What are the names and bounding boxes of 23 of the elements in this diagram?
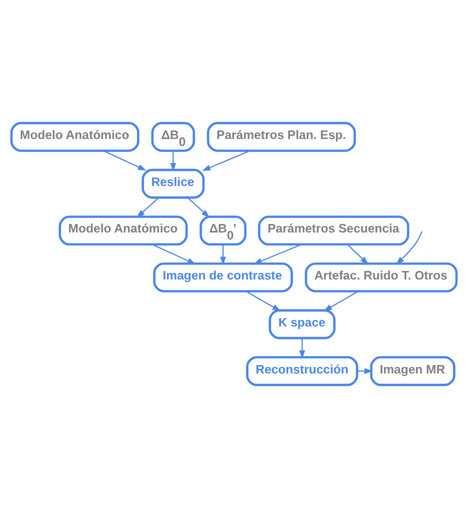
arrow [202, 150, 250, 171]
arrow [253, 244, 302, 264]
node-box: Parámetros Plan. Esp. [206, 122, 356, 152]
node-box: Reconstrucción [246, 356, 358, 386]
arrow [347, 244, 369, 265]
arrow [187, 197, 210, 218]
arrow [152, 244, 196, 264]
arrow [299, 338, 306, 359]
node-box: Parámetros Secuencia [258, 216, 410, 246]
node-box: K space [268, 309, 336, 340]
arrow [323, 290, 359, 312]
arrow [220, 244, 226, 266]
node-box: Modelo Anatómico [58, 216, 188, 246]
arrow [396, 231, 422, 265]
arrow [103, 150, 146, 171]
arrow [246, 290, 281, 312]
node-box: Imagen MR [370, 356, 456, 386]
node-box: Artefac. Ruido T. Otros [304, 262, 458, 292]
node-box: Modelo Anatómico [10, 122, 140, 152]
arrow [170, 150, 176, 172]
arrow [136, 197, 160, 218]
node-box: Reslice [142, 168, 205, 199]
node-box: Imagen de contraste [153, 262, 293, 292]
